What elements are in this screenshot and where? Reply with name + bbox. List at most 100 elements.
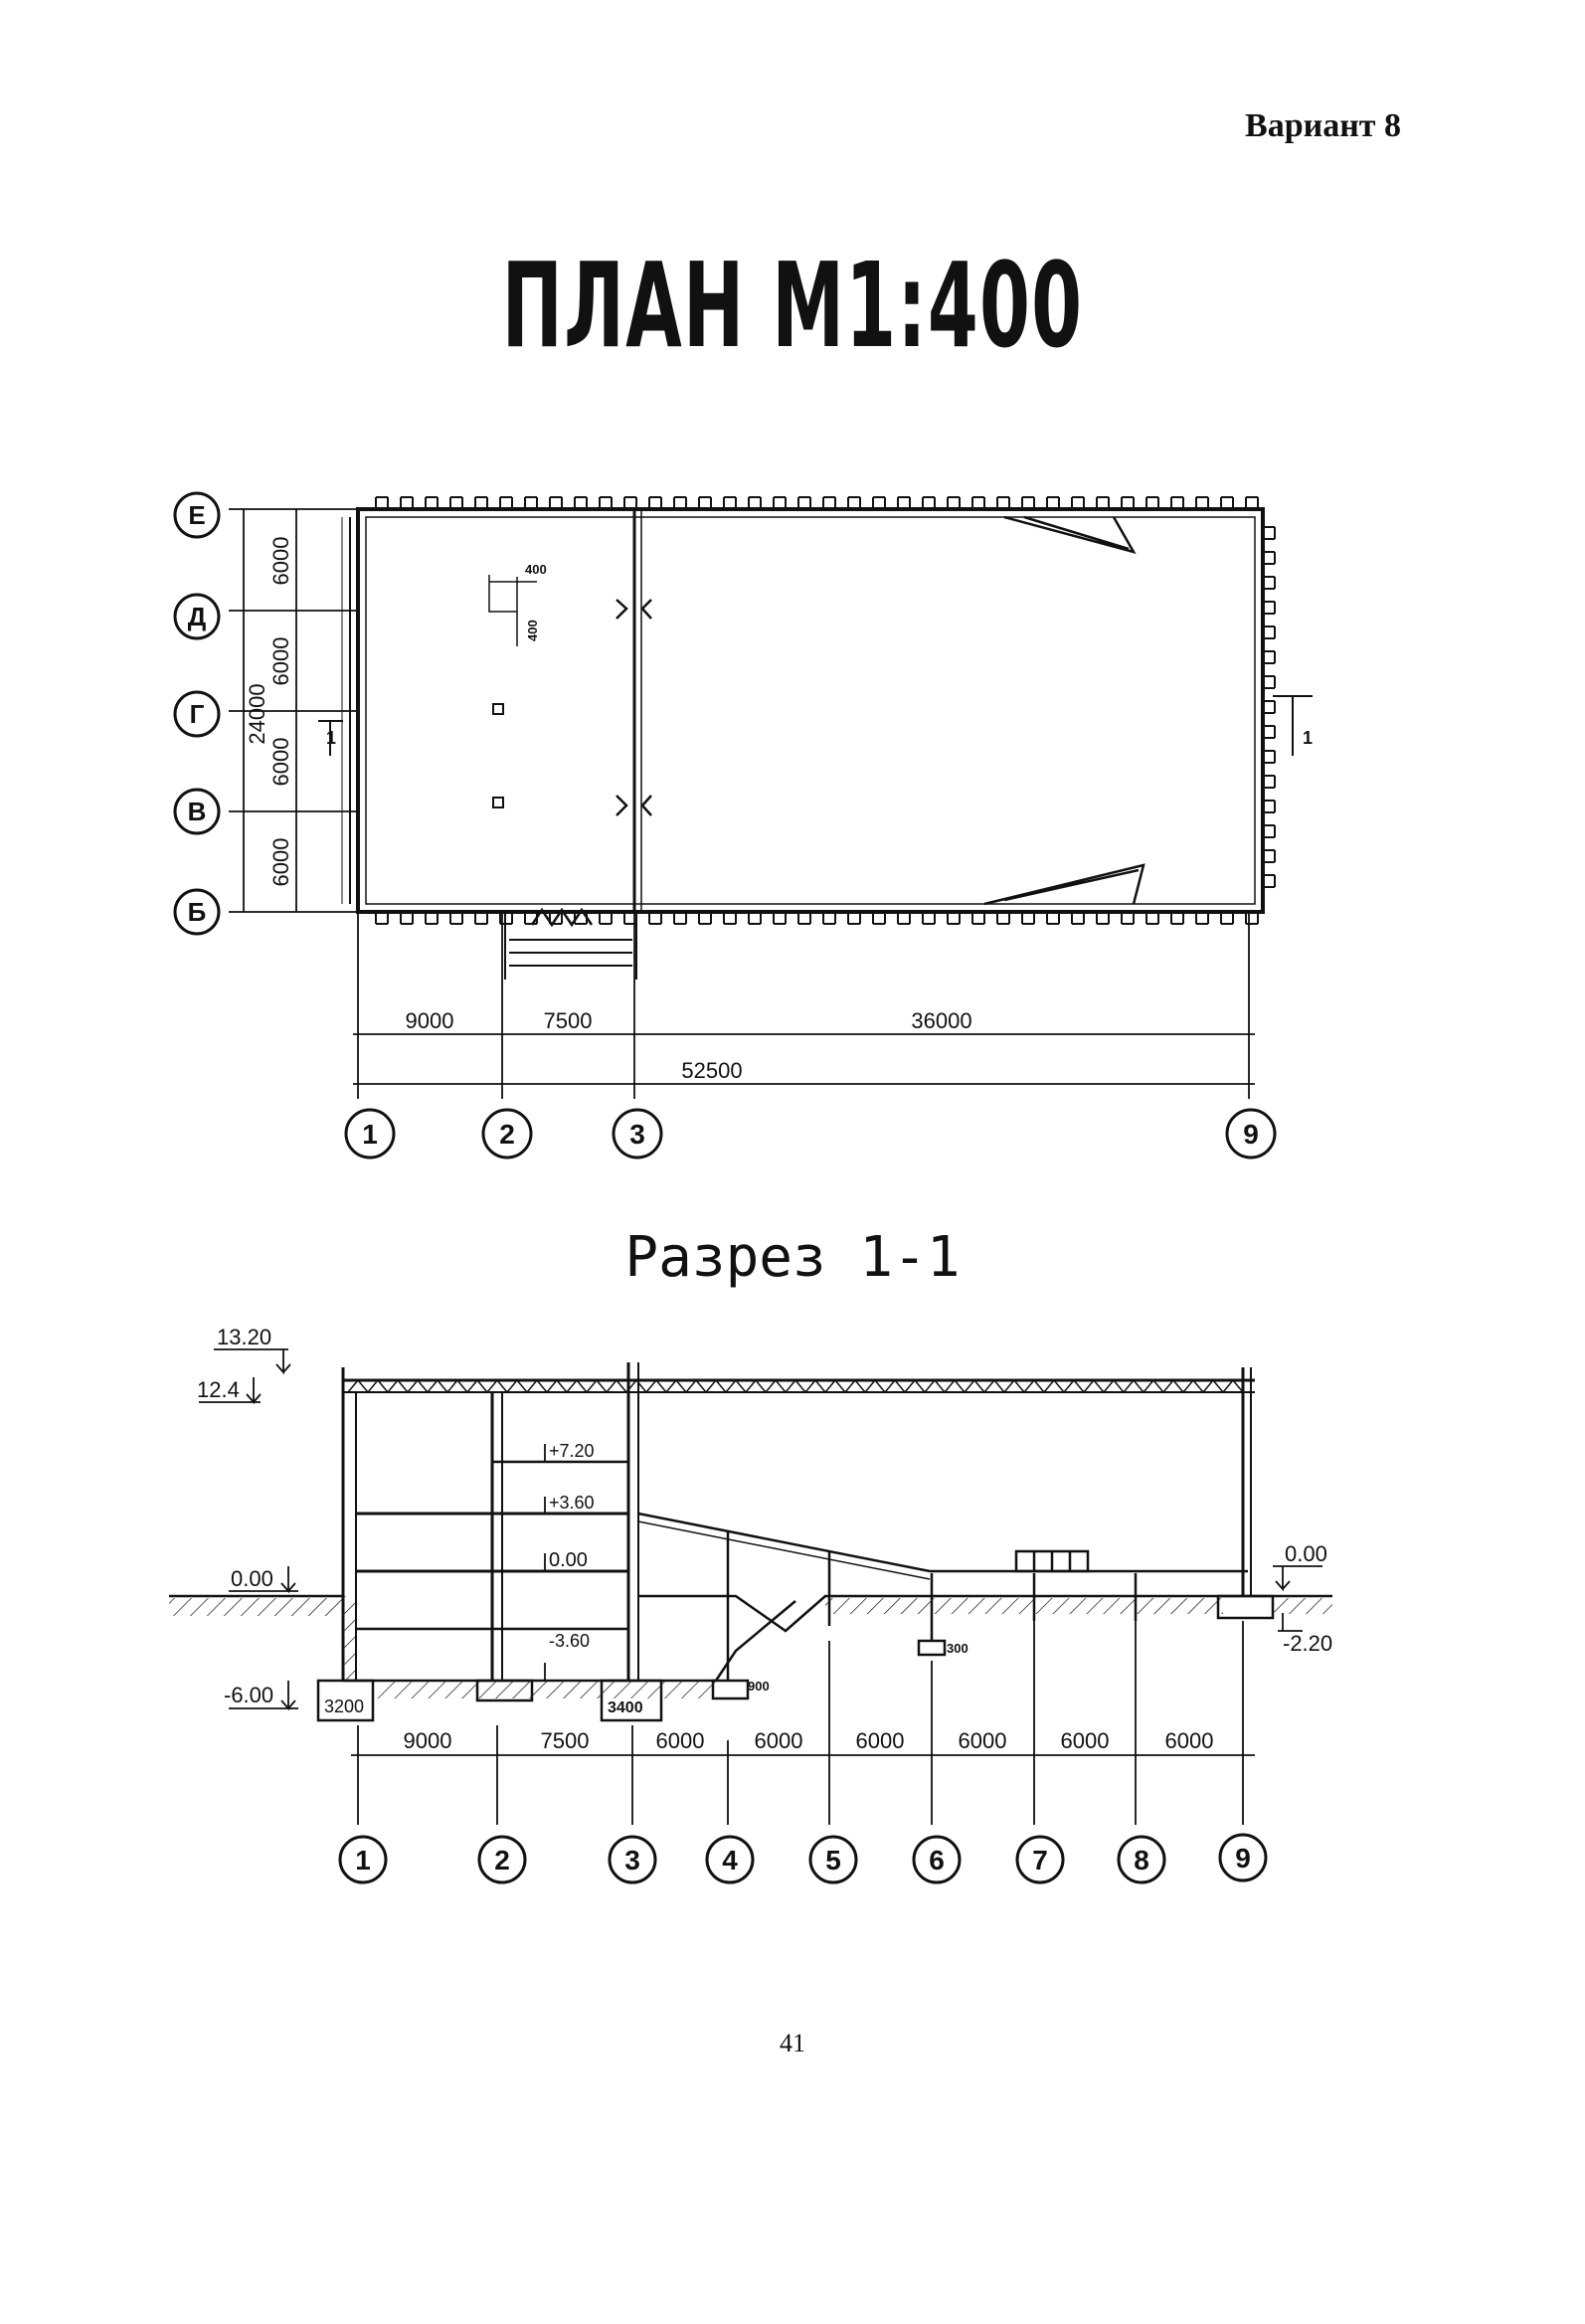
section-span-2: 7500 bbox=[541, 1728, 590, 1753]
section-axis-label-6: 6 bbox=[929, 1845, 945, 1876]
rib bbox=[1103, 1379, 1115, 1393]
cut-line-right bbox=[1273, 695, 1313, 756]
rib bbox=[506, 1379, 518, 1393]
rib bbox=[1013, 1379, 1025, 1393]
plan-column-dimensions bbox=[353, 912, 1255, 1099]
rib bbox=[377, 1379, 389, 1393]
rib bbox=[407, 1379, 419, 1393]
rib bbox=[576, 1379, 588, 1393]
axis-bubble-V bbox=[173, 788, 221, 835]
rib bbox=[606, 1379, 617, 1393]
plan-title: ПЛАН М1:400 bbox=[501, 237, 1084, 374]
plan-axis-label-3: 3 bbox=[629, 1119, 645, 1150]
rib bbox=[864, 1379, 876, 1393]
section-span-5: 6000 bbox=[856, 1728, 905, 1753]
rib bbox=[1152, 1379, 1164, 1393]
rib bbox=[934, 1379, 946, 1393]
rib bbox=[655, 1379, 667, 1393]
section-span-1: 9000 bbox=[404, 1728, 452, 1753]
section-axis-bubble-5 bbox=[808, 1835, 858, 1884]
rib bbox=[1172, 1379, 1184, 1393]
rib bbox=[1232, 1379, 1244, 1393]
ground-hatching bbox=[169, 1596, 1332, 1698]
row-span-1: 6000 bbox=[268, 537, 293, 586]
wall-ribs bbox=[375, 496, 1276, 925]
section-axis-label-5: 5 bbox=[825, 1845, 841, 1876]
axis-label-D: Д bbox=[188, 602, 207, 631]
rib bbox=[367, 1379, 379, 1393]
elevation-plus-3-60: +3.60 bbox=[549, 1493, 595, 1513]
section-span-8: 6000 bbox=[1165, 1728, 1214, 1753]
rib bbox=[1222, 1379, 1234, 1393]
elevation-minus-2-20: -2.20 bbox=[1283, 1631, 1332, 1656]
page-number: 41 bbox=[780, 2029, 805, 2057]
rib bbox=[446, 1379, 458, 1393]
rib bbox=[1113, 1379, 1125, 1393]
ramp-lower bbox=[983, 863, 1145, 906]
rib bbox=[437, 1379, 448, 1393]
rib bbox=[834, 1379, 846, 1393]
rib bbox=[486, 1379, 498, 1393]
elevation-marks bbox=[199, 1348, 1322, 1711]
axis-label-E: Е bbox=[188, 500, 205, 530]
rib bbox=[566, 1379, 578, 1393]
section-axis-bubble-6 bbox=[912, 1835, 962, 1884]
axis-bubble-E bbox=[173, 491, 221, 539]
rib bbox=[685, 1379, 697, 1393]
plan-axis-bubble-1 bbox=[344, 1108, 396, 1160]
ramp-slab bbox=[637, 1512, 1248, 1573]
elevation-plus-7-20: +7.20 bbox=[549, 1441, 595, 1461]
plan-column-axis-bubbles: 1 2 3 9 bbox=[344, 1108, 1277, 1160]
rib bbox=[1212, 1379, 1224, 1393]
rib bbox=[675, 1379, 687, 1393]
section-axis-label-7: 7 bbox=[1032, 1845, 1048, 1876]
rib bbox=[1093, 1379, 1105, 1393]
rib bbox=[775, 1379, 787, 1393]
rib bbox=[804, 1379, 816, 1393]
rib bbox=[1202, 1379, 1214, 1393]
plan-span-3: 36000 bbox=[911, 1008, 971, 1033]
rib bbox=[725, 1379, 737, 1393]
column-dim-side: 400 bbox=[525, 620, 540, 641]
overall-width-label: 24000 bbox=[245, 683, 269, 744]
rib bbox=[944, 1379, 956, 1393]
rib bbox=[695, 1379, 707, 1393]
rib bbox=[665, 1379, 677, 1393]
plan-inner-outline bbox=[365, 516, 1256, 905]
floor-plan bbox=[341, 507, 1265, 980]
rib bbox=[964, 1379, 975, 1393]
footing-label-900: 900 bbox=[748, 1679, 770, 1694]
rib bbox=[456, 1379, 468, 1393]
door-lower bbox=[616, 795, 652, 816]
section-axis-bubble-4 bbox=[705, 1835, 755, 1884]
cut-line-left bbox=[318, 720, 343, 756]
section-title: Разрез 1-1 bbox=[624, 1225, 961, 1290]
rib bbox=[616, 1379, 627, 1393]
axis-bubble-D bbox=[173, 593, 221, 640]
rib bbox=[904, 1379, 916, 1393]
ramp-slab-2 bbox=[637, 1520, 931, 1580]
rib bbox=[635, 1379, 647, 1393]
section-axis-bubble-1 bbox=[338, 1835, 388, 1884]
plan-axis-label-9: 9 bbox=[1243, 1119, 1259, 1150]
rib bbox=[586, 1379, 598, 1393]
rib bbox=[824, 1379, 836, 1393]
rib bbox=[625, 1379, 637, 1393]
rib bbox=[536, 1379, 548, 1393]
footing-axis-4 bbox=[711, 1679, 750, 1700]
rib bbox=[466, 1379, 478, 1393]
cut-mark-left: 1 bbox=[326, 728, 336, 748]
rib bbox=[1023, 1379, 1035, 1393]
rib bbox=[645, 1379, 657, 1393]
rib bbox=[1033, 1379, 1045, 1393]
footing-label-300: 300 bbox=[947, 1641, 969, 1656]
rib bbox=[1143, 1379, 1154, 1393]
section-axis-bubble-3 bbox=[608, 1835, 657, 1884]
elevation-inner-0-00: 0.00 bbox=[549, 1549, 588, 1571]
rib bbox=[347, 1379, 359, 1393]
plan-row-dimensions bbox=[229, 508, 360, 913]
plan-axis-label-2: 2 bbox=[499, 1119, 515, 1150]
footing-axis-6 bbox=[917, 1639, 947, 1657]
ramp-upper bbox=[1003, 515, 1137, 554]
plan-overall-length: 52500 bbox=[681, 1058, 742, 1083]
